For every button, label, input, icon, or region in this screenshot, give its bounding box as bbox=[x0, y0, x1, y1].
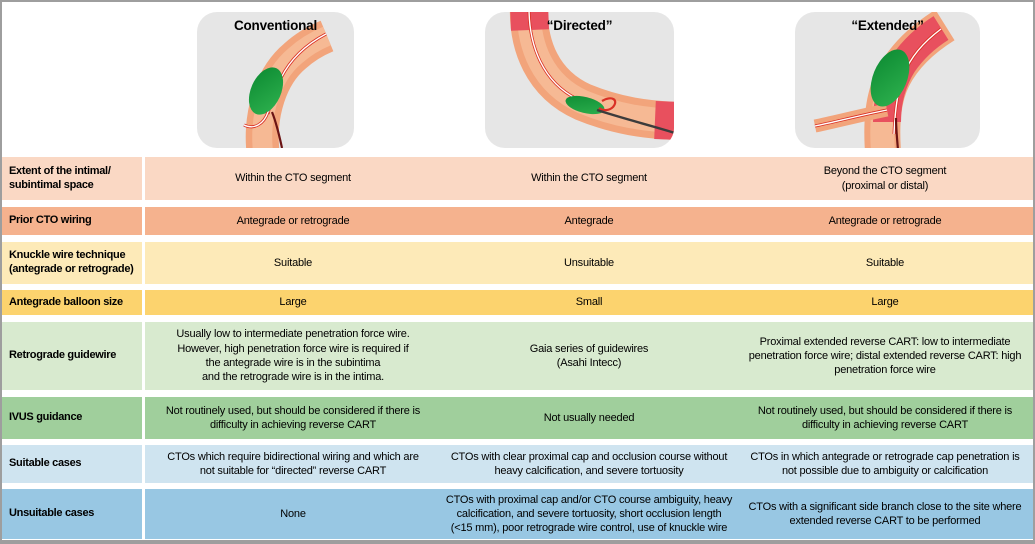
cell-unsuitable-extended: CTOs with a significant side branch clos… bbox=[748, 500, 1022, 527]
cell-wiring-extended: Antegrade or retrograde bbox=[828, 214, 942, 227]
cell-extent-conventional: Within the CTO segment bbox=[235, 172, 351, 185]
panel-conventional: Conventional bbox=[197, 12, 354, 148]
cell-balloon-conventional: Large bbox=[279, 296, 307, 309]
row-label-knuckle-wire: Knuckle wire technique (antegrade or ret… bbox=[2, 242, 145, 284]
cell-suitable-directed: CTOs with clear proximal cap and occlusi… bbox=[450, 450, 728, 477]
table-row: Antegrade balloon size Large Small Large bbox=[2, 290, 1033, 315]
cell-wiring-conventional: Antegrade or retrograde bbox=[236, 214, 350, 227]
table-row: Prior CTO wiring Antegrade or retrograde… bbox=[2, 207, 1033, 235]
cell-suitable-extended: CTOs in which antegrade or retrograde ca… bbox=[750, 450, 1020, 477]
table-row: Suitable cases CTOs which require bidire… bbox=[2, 445, 1033, 483]
cell-balloon-directed: Small bbox=[575, 296, 603, 309]
panel-directed: “Directed” bbox=[485, 12, 674, 148]
row-label-retrograde-guidewire: Retrograde guidewire bbox=[2, 322, 145, 390]
conventional-vessel-illustration bbox=[243, 20, 334, 148]
cell-guidewire-conventional: Usually low to intermediate penetration … bbox=[176, 328, 410, 384]
column-title-conventional: Conventional bbox=[233, 18, 318, 33]
cell-knuckle-extended: Suitable bbox=[865, 256, 905, 269]
cell-ivus-directed: Not usually needed bbox=[543, 411, 635, 424]
row-label-suitable-cases: Suitable cases bbox=[2, 445, 145, 483]
cell-extent-directed: Within the CTO segment bbox=[531, 172, 647, 185]
table-row: Knuckle wire technique (antegrade or ret… bbox=[2, 242, 1033, 284]
panel-extended: “Extended” bbox=[795, 12, 980, 148]
row-label-prior-cto-wiring: Prior CTO wiring bbox=[2, 207, 145, 235]
row-label-unsuitable-cases: Unsuitable cases bbox=[2, 489, 145, 539]
cell-unsuitable-conventional: None bbox=[280, 507, 306, 520]
cell-suitable-conventional: CTOs which require bidirectional wiring … bbox=[167, 450, 419, 477]
illustration-header-row: Conventional “Directed” bbox=[2, 2, 1033, 154]
row-label-balloon-size: Antegrade balloon size bbox=[2, 290, 145, 315]
cell-guidewire-directed: Gaia series of guidewires (Asahi Intecc) bbox=[529, 342, 649, 369]
row-label-extent-intimal-space: Extent of the intimal/ subintimal space bbox=[2, 157, 145, 200]
directed-vessel-illustration bbox=[509, 12, 674, 140]
cell-knuckle-conventional: Suitable bbox=[273, 256, 313, 269]
extended-vessel-illustration bbox=[813, 12, 955, 148]
table-row: Retrograde guidewire Usually low to inte… bbox=[2, 322, 1033, 390]
row-label-ivus-guidance: IVUS guidance bbox=[2, 397, 145, 439]
cell-ivus-extended: Not routinely used, but should be consid… bbox=[757, 404, 1013, 431]
cell-balloon-extended: Large bbox=[871, 296, 899, 309]
table-row: Unsuitable cases None CTOs with proximal… bbox=[2, 489, 1033, 539]
cell-extent-extended: Beyond the CTO segment (proximal or dist… bbox=[823, 165, 947, 192]
cell-knuckle-directed: Unsuitable bbox=[564, 256, 614, 269]
cell-unsuitable-directed: CTOs with proximal cap and/or CTO course… bbox=[445, 493, 733, 535]
column-title-directed: “Directed” bbox=[546, 18, 613, 33]
cell-wiring-directed: Antegrade bbox=[564, 214, 614, 227]
table-row: Extent of the intimal/ subintimal space … bbox=[2, 157, 1033, 200]
cell-ivus-conventional: Not routinely used, but should be consid… bbox=[165, 404, 421, 431]
column-title-extended: “Extended” bbox=[851, 18, 924, 33]
table-row: IVUS guidance Not routinely used, but sh… bbox=[2, 397, 1033, 439]
cell-guidewire-extended: Proximal extended reverse CART: low to i… bbox=[748, 335, 1022, 377]
